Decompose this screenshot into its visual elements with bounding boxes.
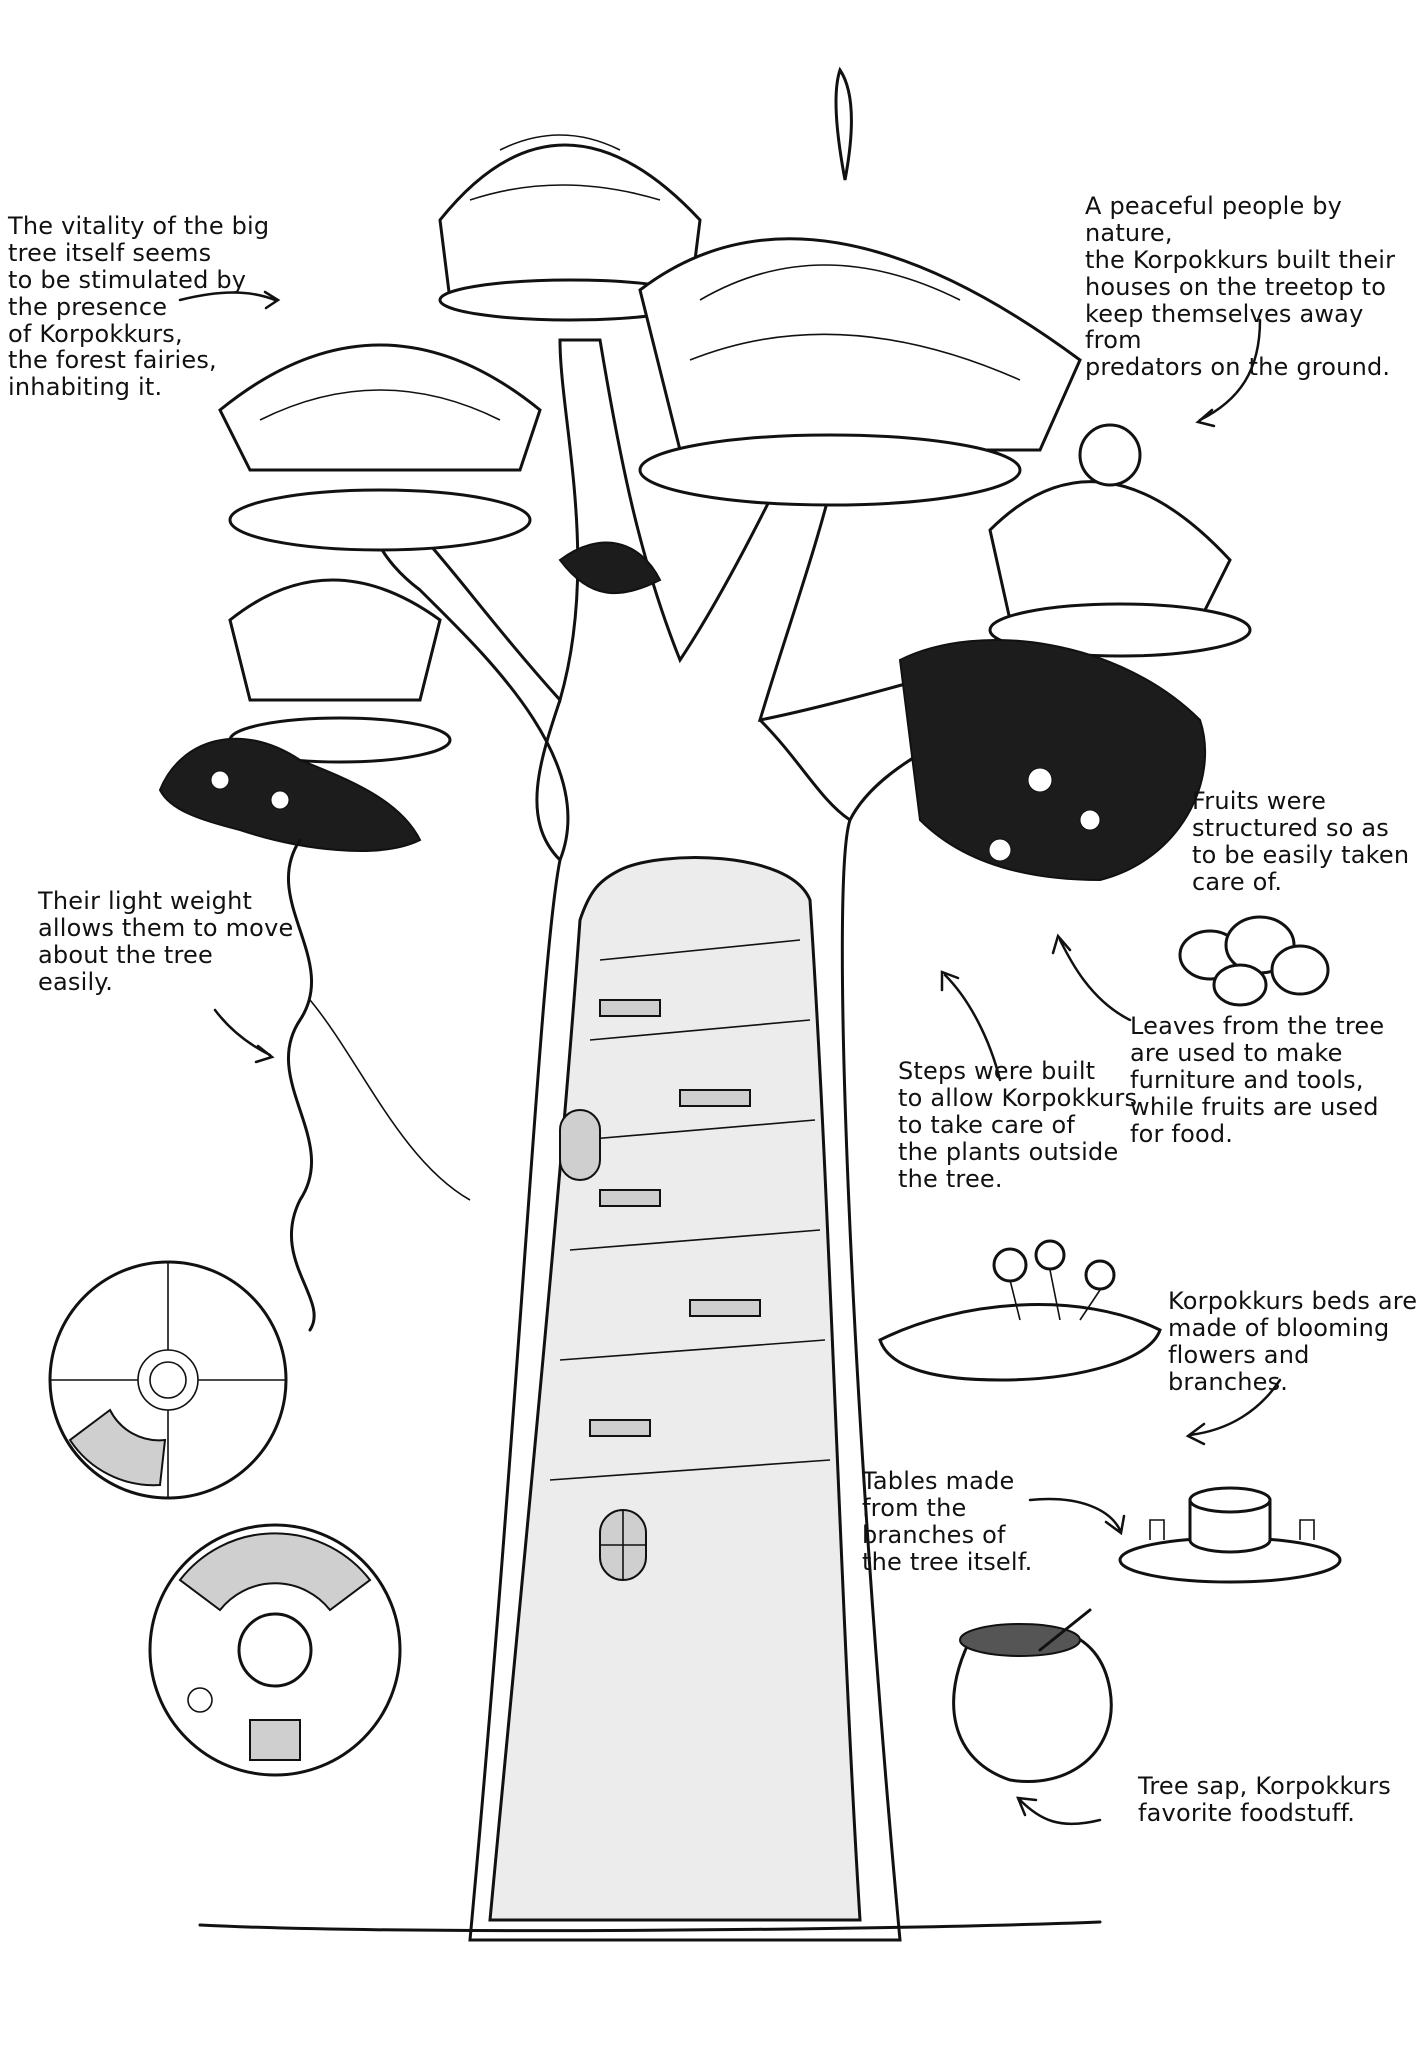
note-steps: Steps were built to allow Korpokkurs to … (898, 1057, 1138, 1193)
note-light-weight: Their light weight allows them to move a… (38, 887, 294, 996)
note-peaceful: A peaceful people by nature, the Korpokk… (1085, 192, 1396, 382)
note-leaves: Leaves from the tree are used to make fu… (1130, 1012, 1385, 1148)
ground-line (198, 1920, 1102, 1933)
annotation-arrows (178, 290, 1282, 1826)
treetop-houses (218, 66, 1252, 764)
note-sap: Tree sap, Korpokkurs favorite foodstuff. (1138, 1772, 1391, 1827)
stump-table (1118, 1486, 1342, 1584)
honey-pot (952, 1608, 1113, 1783)
note-fruits: Fruits were structured so as to be easil… (1192, 787, 1410, 896)
floor-plan-lower (148, 1523, 402, 1777)
floor-plan-upper (48, 1260, 288, 1500)
foliage (158, 541, 1207, 882)
vine-branch (309, 999, 471, 1201)
flower-bed (878, 1239, 1162, 1382)
fruit-cluster (1178, 915, 1330, 1007)
note-beds: Korpokkurs beds are made of blooming flo… (1168, 1287, 1418, 1396)
note-vitality: The vitality of the big tree itself seem… (8, 212, 270, 402)
note-tables: Tables made from the branches of the tre… (862, 1467, 1033, 1576)
tree-interior (488, 856, 862, 1922)
vine (287, 838, 316, 1332)
